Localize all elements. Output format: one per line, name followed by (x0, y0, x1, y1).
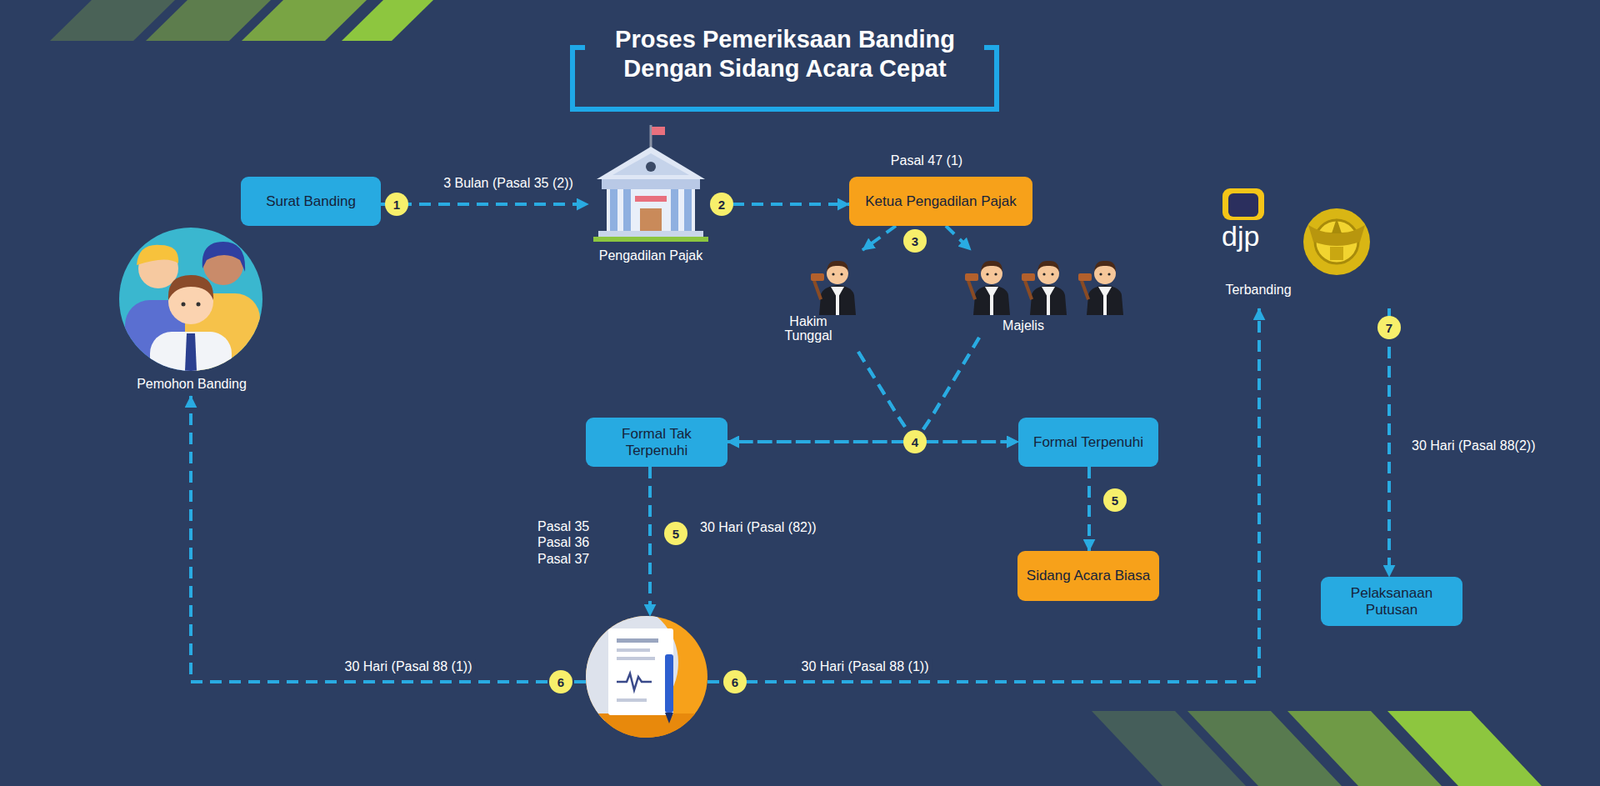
callout-text: 3 (911, 234, 919, 249)
decor-stripes (50, 0, 1542, 786)
callout-number: 1 (385, 192, 409, 216)
connector-label-text: 30 Hari (Pasal 88 (1)) (798, 659, 933, 674)
title-text: Proses Pemeriksaan Banding Dengan Sidang… (615, 25, 955, 82)
document-node (585, 615, 708, 738)
connector-label-text: 3 Bulan (Pasal 35 (2)) (440, 175, 577, 190)
note-text: Pasal 36 (537, 535, 590, 550)
dashed-connector (1087, 466, 1091, 551)
applicants-icon (119, 227, 263, 390)
judge-icons (810, 260, 1124, 315)
node-label: Surat Banding (265, 193, 356, 210)
connector-label: 30 Hari (Pasal 88 (1)) (798, 659, 933, 675)
process-box: Formal Terpenuhi (1018, 417, 1159, 467)
node-label: Formal Terpenuhi (1033, 434, 1144, 451)
node-label: Sidang Acara Biasa (1026, 567, 1150, 585)
callout-number: 7 (1377, 315, 1401, 340)
callout-number: 2 (710, 192, 734, 216)
dashed-connector (858, 351, 1019, 442)
dashed-connector (862, 225, 896, 250)
callout-number: 4 (903, 430, 927, 454)
dashed-connector (915, 337, 1019, 442)
process-box: Sidang Acara Biasa (1017, 550, 1160, 601)
node-label: Majelis (990, 318, 1057, 334)
authority-node: djpTerbanding (1216, 185, 1400, 309)
court-node: Pengadilan Pajak (588, 125, 714, 271)
note-label: Pasal 36 (537, 535, 590, 550)
node-label: Pemohon Banding (116, 376, 267, 392)
note-label: Pasal 47 (1) (890, 153, 963, 169)
dashed-connector (707, 308, 1260, 682)
callout-text: 7 (1385, 320, 1393, 335)
dashed-connector (1387, 308, 1391, 577)
judge-node: Hakim Tunggal (775, 250, 871, 352)
process-box: Pelaksanaan Putusan (1320, 576, 1463, 626)
dashed-connector (727, 351, 915, 442)
node-label: Ketua Pengadilan Pajak (865, 193, 1016, 210)
callout-number: 6 (549, 670, 573, 694)
connector-label: 30 Hari (Pasal 88 (1)) (341, 659, 476, 675)
process-box: Formal Tak Terpenuhi (585, 417, 728, 467)
connector-label: 3 Bulan (Pasal 35 (2)) (440, 175, 577, 191)
dashed-connector (380, 202, 589, 206)
connector-label-text: 30 Hari (Pasal 88(2)) (1408, 438, 1540, 453)
title-block: Proses Pemeriksaan Banding Dengan Sidang… (589, 25, 981, 84)
node-label: Formal Tak Terpenuhi (594, 425, 720, 459)
callout-text: 6 (731, 675, 739, 690)
node-label: Pelaksanaan Putusan (1329, 585, 1455, 618)
dashed-connector (727, 337, 980, 442)
note-text: Pasal 37 (537, 551, 590, 566)
connector-label: 30 Hari (Pasal 88(2)) (1408, 438, 1540, 454)
process-box: Surat Banding (240, 176, 381, 226)
node-label: Pengadilan Pajak (588, 248, 714, 264)
callout-text: 5 (672, 526, 680, 541)
connector-label: 30 Hari (Pasal (82)) (696, 520, 820, 535)
djp-logo (1222, 188, 1265, 220)
callout-text: 1 (393, 197, 400, 212)
dashed-connector (648, 466, 652, 616)
callout-number: 5 (1103, 488, 1127, 512)
note-label: Pasal 35 (537, 519, 590, 535)
note-label: Pasal 37 (537, 551, 590, 567)
node-label: Terbanding (1216, 282, 1300, 298)
court-building (593, 125, 709, 242)
dashed-connector (713, 202, 850, 206)
node-label: djp (1221, 220, 1280, 253)
connector-label-text: 30 Hari (Pasal 88 (1)) (341, 659, 476, 674)
panel-node: Majelis (958, 250, 1138, 338)
dashed-connector (190, 395, 586, 682)
callout-text: 5 (1111, 493, 1119, 508)
note-text: Pasal 35 (537, 519, 590, 534)
customs-emblem (1303, 208, 1370, 275)
callout-number: 5 (664, 521, 688, 545)
process-box: Ketua Pengadilan Pajak (849, 176, 1033, 226)
actor-node: Pemohon Banding (116, 225, 267, 396)
callout-text: 4 (911, 435, 919, 450)
node-label: Hakim Tunggal (777, 315, 840, 344)
callout-text: 6 (557, 675, 565, 690)
callout-text: 2 (718, 197, 725, 212)
connector-label-text: 30 Hari (Pasal (82)) (696, 520, 820, 535)
callout-number: 6 (723, 670, 747, 694)
decision-document (558, 602, 717, 739)
dashed-connector (945, 225, 971, 250)
note-text: Pasal 47 (1) (890, 153, 963, 168)
callout-number: 3 (903, 229, 927, 253)
